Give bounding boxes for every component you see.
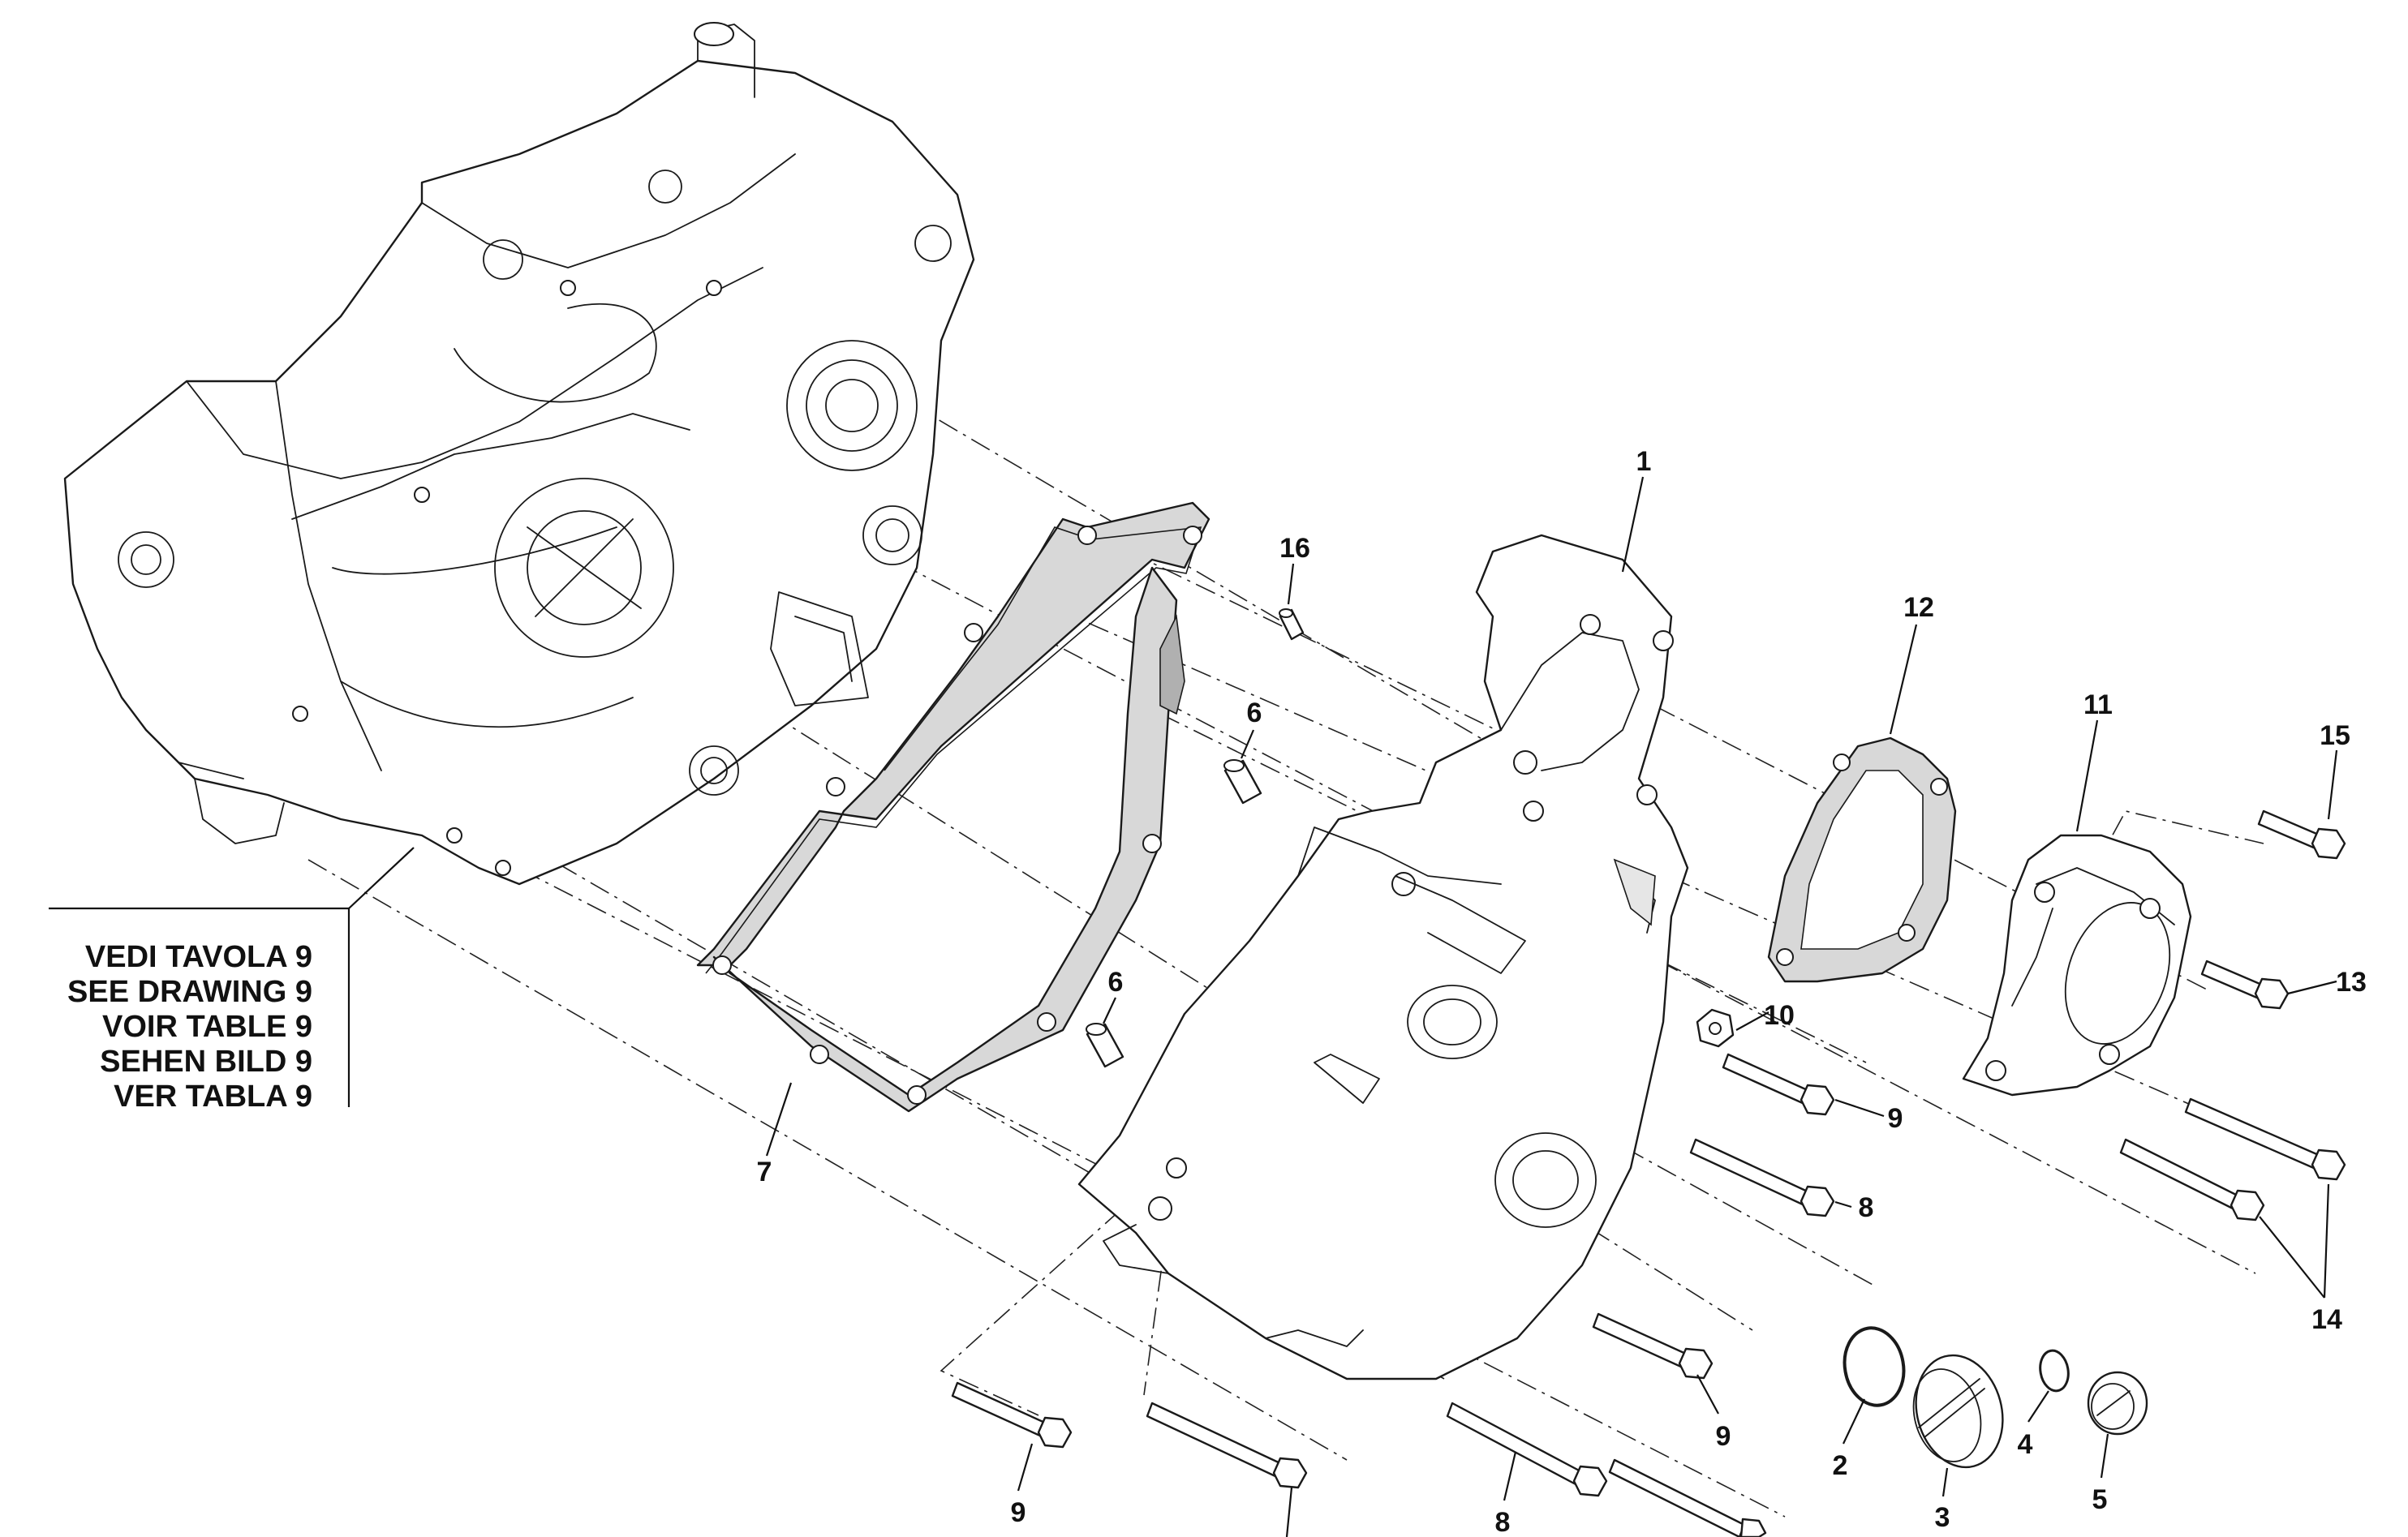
reference-line-4: SEHEN BILD 9 [100,1045,312,1079]
callout-6-upper: 6 [1247,698,1262,728]
reference-line-5: VER TABLA 9 [114,1080,312,1114]
engine-side-cover [1077,534,1689,1380]
o-ring-2 [1843,1326,1906,1407]
cover-gasket [696,501,1210,1113]
callout-7: 7 [757,1157,772,1187]
callout-10: 10 [1764,1000,1795,1031]
callout-6-lower: 6 [1108,967,1124,998]
callout-8-bottom: 8 [1495,1507,1511,1537]
callout-11: 11 [2083,689,2113,720]
callout-5: 5 [2092,1484,2108,1515]
callout-1: 1 [1636,446,1652,477]
plug-cap-5 [2087,1371,2148,1436]
bolt-long-lower-left [1146,1402,1308,1489]
reference-bracket [49,847,415,1107]
bolt-long-bottom-right [1608,1458,1767,1537]
reference-line-2: SEE DRAWING 9 [67,975,312,1009]
callout-2: 2 [1833,1450,1848,1481]
reference-note: VEDI TAVOLA 9 SEE DRAWING 9 VOIR TABLE 9… [67,940,312,1114]
callout-12: 12 [1903,592,1934,623]
bolt-9-left [951,1381,1073,1449]
engine-crankcase [63,22,975,886]
plug-cap-3 [1912,1354,2004,1469]
nut-10 [1696,1008,1735,1048]
dowel-pin-upper [1223,759,1262,805]
bolt-13 [2200,960,2290,1010]
callout-9-left: 9 [1011,1497,1026,1528]
dowel-pin-lower [1086,1023,1124,1068]
bolt-14-lower [2119,1138,2265,1221]
bolt-15 [2257,809,2346,860]
bolt-8-bottom [1446,1402,1608,1497]
callout-9-right: 9 [1888,1103,1903,1134]
bolt-9-mid [1592,1312,1714,1380]
water-pump-gasket [1767,736,1957,983]
callout-9-mid: 9 [1716,1421,1731,1452]
reference-line-1: VEDI TAVOLA 9 [85,940,312,974]
o-ring-4 [2039,1349,2070,1393]
callout-8-right: 8 [1859,1192,1874,1223]
callout-3: 3 [1935,1502,1950,1533]
reference-line-3: VOIR TABLE 9 [102,1010,312,1044]
dowel-pin-16 [1279,608,1305,641]
callout-14: 14 [2311,1304,2342,1335]
water-pump-cover [1962,834,2192,1097]
callout-13: 13 [2336,967,2367,998]
callout-16: 16 [1279,533,1310,564]
bolt-14-upper [2184,1097,2346,1181]
callout-4: 4 [2018,1429,2033,1460]
bolt-9-right [1722,1053,1835,1116]
leader-lines [765,476,2338,1537]
bolt-8-right [1689,1138,1835,1217]
callout-15: 15 [2320,720,2350,751]
callout-labels: 1 16 6 6 7 12 11 15 13 10 9 8 14 9 2 3 4… [757,446,2367,1537]
